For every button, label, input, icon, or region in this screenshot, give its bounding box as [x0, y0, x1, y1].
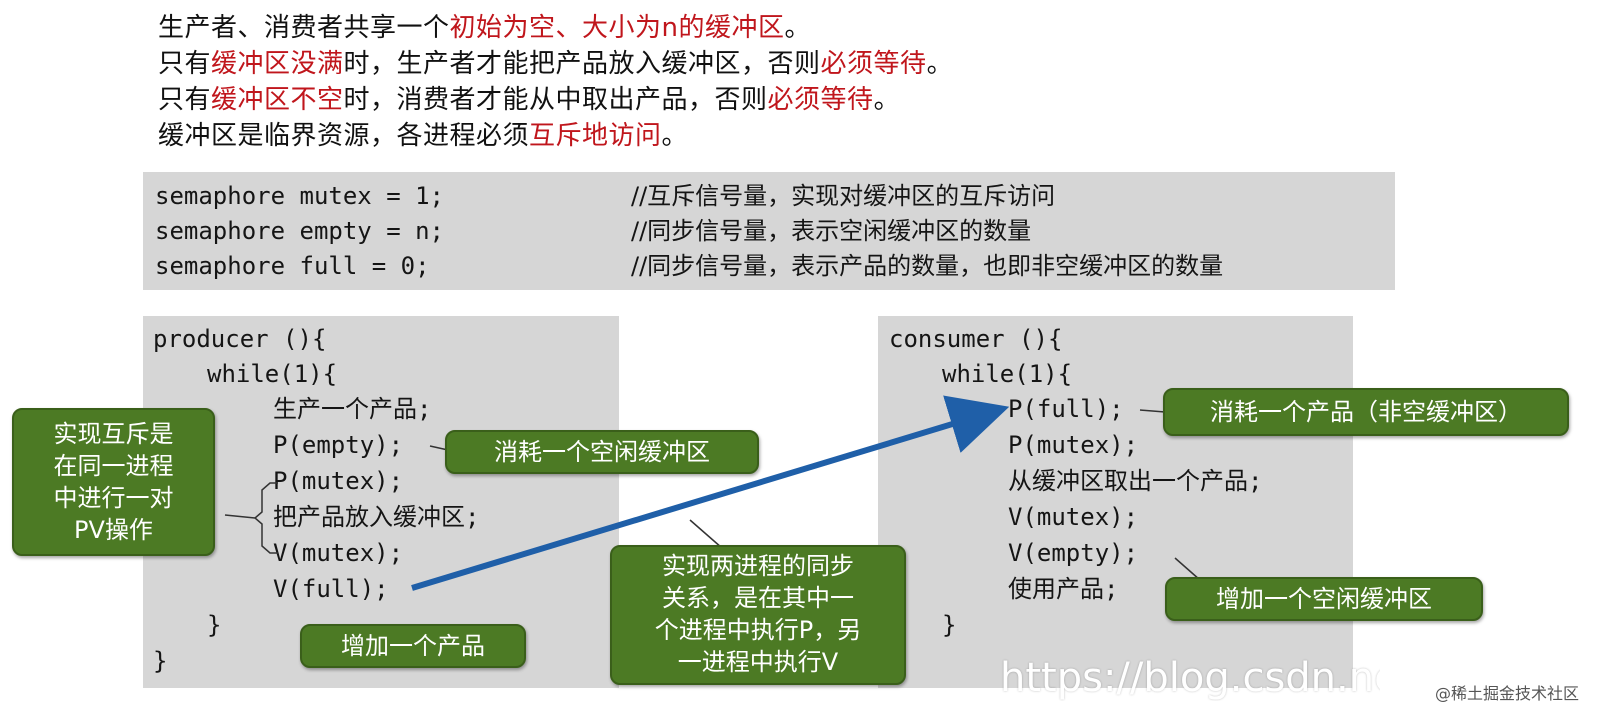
consumer-code-box: consumer (){ while(1){ P(full); P(mutex)…: [878, 316, 1353, 688]
consumer-line: V(mutex);: [1008, 503, 1139, 531]
callout-consume-full: 消耗一个产品（非空缓冲区）: [1163, 388, 1569, 436]
vempty-connector-line: [1174, 557, 1201, 581]
producer-close-inner: }: [207, 611, 222, 639]
sync-arrow: [411, 395, 1010, 591]
producer-line: P(empty);: [273, 431, 404, 459]
consumer-line: P(mutex);: [1008, 431, 1139, 459]
callout-mutex-pair: 实现互斥是 在同一进程 中进行一对 PV操作: [12, 408, 215, 556]
mutex-connector-line: [224, 514, 256, 519]
watermark-site: @稀土掘金技术社区: [1435, 684, 1580, 703]
consumer-line: 从缓冲区取出一个产品;: [1008, 467, 1263, 495]
producer-line: P(mutex);: [273, 467, 404, 495]
intro-line: 缓冲区是临界资源，各进程必须互斥地访问。: [158, 121, 689, 151]
consumer-line: P(full);: [1008, 395, 1124, 423]
consumer-while: while(1){: [942, 360, 1073, 388]
producer-close-outer: }: [153, 647, 168, 675]
consumer-close-inner: }: [942, 611, 957, 639]
producer-line: V(mutex);: [273, 539, 404, 567]
watermark-url: https://blog.csdn.net/qq: [1000, 655, 1380, 701]
producer-header: producer (){: [153, 325, 327, 353]
decl-comment: //互斥信号量，实现对缓冲区的互斥访问: [631, 182, 1056, 210]
decl-code: semaphore full = 0;: [155, 252, 430, 280]
intro-line: 只有缓冲区不空时，消费者才能从中取出产品，否则必须等待。: [158, 85, 901, 115]
sync-connector-line: [689, 519, 723, 549]
mutex-bracket: [253, 482, 278, 554]
decl-comment: //同步信号量，表示产品的数量，也即非空缓冲区的数量: [631, 252, 1224, 280]
intro-line: 生产者、消费者共享一个初始为空、大小为n的缓冲区。: [158, 13, 812, 43]
consumer-header: consumer (){: [889, 325, 1063, 353]
full-connector-line: [1139, 409, 1166, 413]
producer-code-box: producer (){ while(1){ 生产一个产品; P(empty);…: [143, 316, 619, 688]
decl-comment: //同步信号量，表示空闲缓冲区的数量: [631, 217, 1032, 245]
decl-code: semaphore mutex = 1;: [155, 182, 444, 210]
consumer-line: V(empty);: [1008, 539, 1139, 567]
producer-line: 把产品放入缓冲区;: [273, 503, 480, 531]
producer-while: while(1){: [207, 360, 338, 388]
producer-line: V(full);: [273, 575, 389, 603]
callout-add-empty: 增加一个空闲缓冲区: [1165, 577, 1483, 621]
callout-sync: 实现两进程的同步 关系，是在其中一 个进程中执行P，另 一进程中执行V: [610, 545, 906, 685]
intro-line: 只有缓冲区没满时，生产者才能把产品放入缓冲区，否则必须等待。: [158, 49, 954, 79]
consumer-line: 使用产品;: [1008, 575, 1119, 603]
callout-consume-empty: 消耗一个空闲缓冲区: [445, 430, 759, 474]
declarations-box: semaphore mutex = 1; //互斥信号量，实现对缓冲区的互斥访问…: [143, 172, 1395, 290]
producer-line: 生产一个产品;: [273, 395, 432, 423]
decl-code: semaphore empty = n;: [155, 217, 444, 245]
callout-add-product: 增加一个产品: [300, 624, 526, 668]
intro-text: 生产者、消费者共享一个初始为空、大小为n的缓冲区。 只有缓冲区没满时，生产者才能…: [158, 10, 953, 154]
